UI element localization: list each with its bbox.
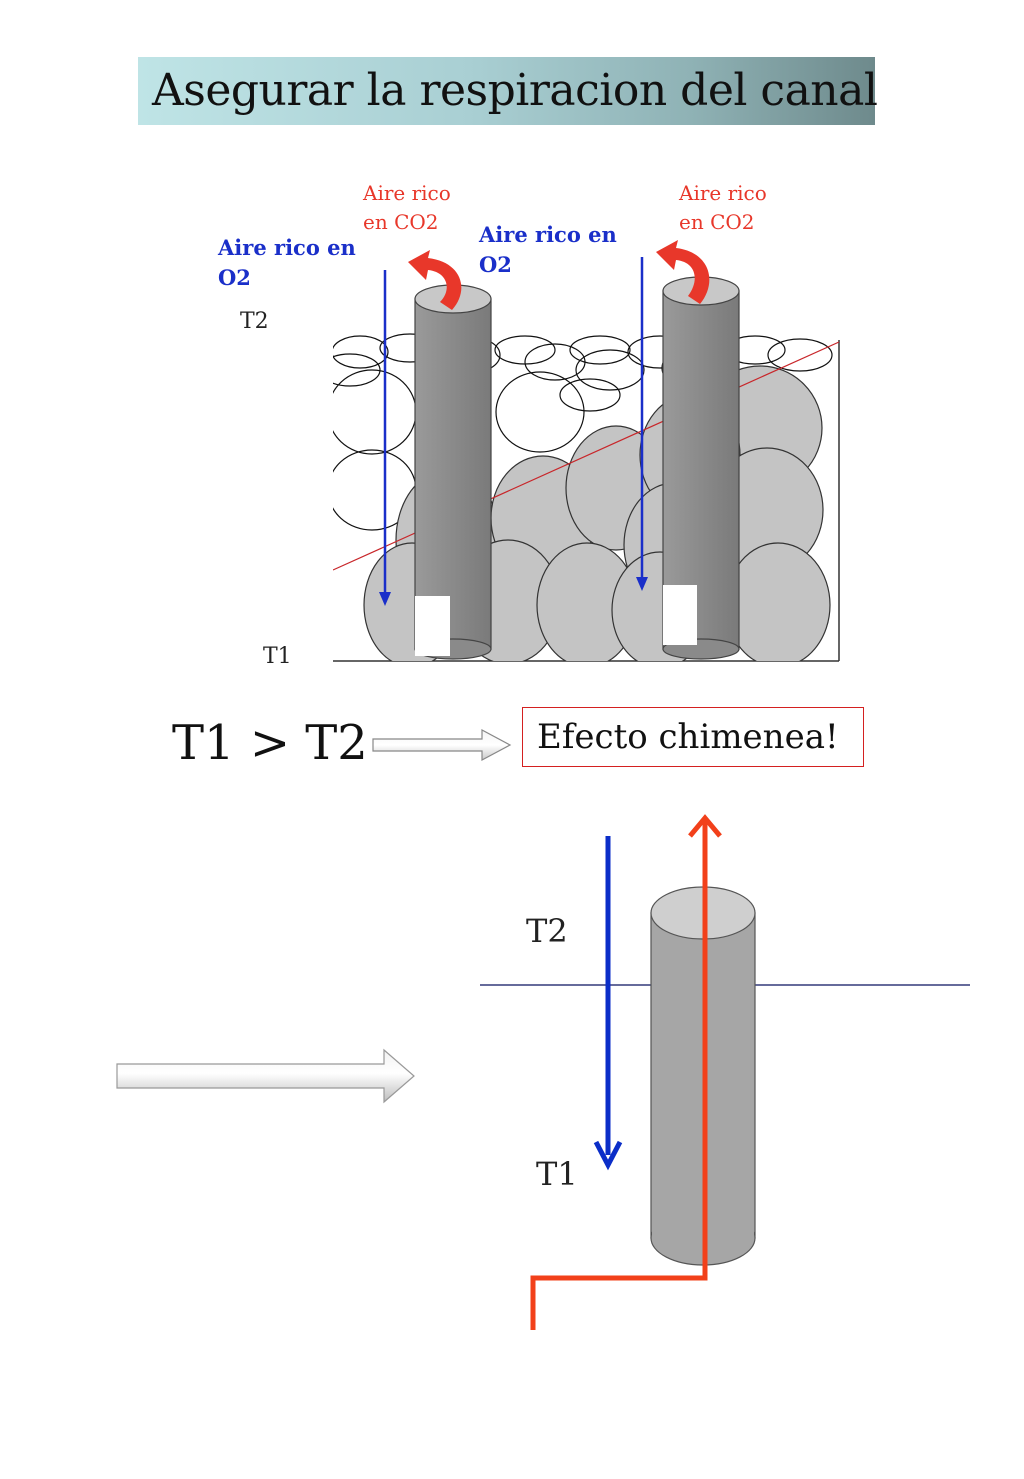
implies-arrow-2	[116, 1048, 415, 1104]
pipe-opening	[415, 596, 450, 656]
chimney-pipe-1	[414, 284, 492, 660]
o2-label-2-line2: O2	[479, 252, 512, 277]
co2-label-1-line1: Aire rico	[362, 181, 451, 205]
t1-label-bottom: T1	[536, 1155, 578, 1193]
chimney-effect-diagram: T2 T1	[480, 814, 970, 1330]
o2-down-arrow-2	[636, 257, 648, 591]
warm-air-flow-arrow	[530, 814, 722, 1330]
title-bar: Asegurar la respiracion del canal	[138, 57, 878, 125]
co2-label-1-line2: en CO2	[363, 210, 439, 234]
t2-label-top: T2	[240, 309, 269, 334]
page-title: Asegurar la respiracion del canal	[152, 65, 878, 116]
o2-down-arrow-1	[379, 270, 391, 606]
t2-label-bottom: T2	[526, 912, 568, 950]
o2-label-1-line2: O2	[218, 265, 251, 290]
effect-label: Efecto chimenea!	[537, 717, 839, 757]
o2-label-2-line1: Aire rico en	[478, 222, 617, 247]
co2-label-2-line2: en CO2	[679, 210, 755, 234]
t1-label-top: T1	[263, 644, 292, 669]
co2-curved-arrow-1	[408, 250, 462, 310]
o2-label-1-line1: Aire rico en	[217, 235, 356, 260]
effect-box: Efecto chimenea!	[522, 707, 864, 767]
pipe-opening	[663, 585, 697, 645]
drainage-diagram: Aire rico en CO2 Aire rico en CO2 Aire r…	[217, 181, 840, 669]
co2-label-2-line1: Aire rico	[678, 181, 767, 205]
implies-arrow-1	[372, 728, 512, 762]
chimney-pipe-2	[662, 276, 740, 660]
cold-air-down-arrow	[593, 836, 623, 1171]
temperature-inequality: T1 > T2	[172, 715, 368, 771]
co2-curved-arrow-2	[656, 240, 710, 304]
